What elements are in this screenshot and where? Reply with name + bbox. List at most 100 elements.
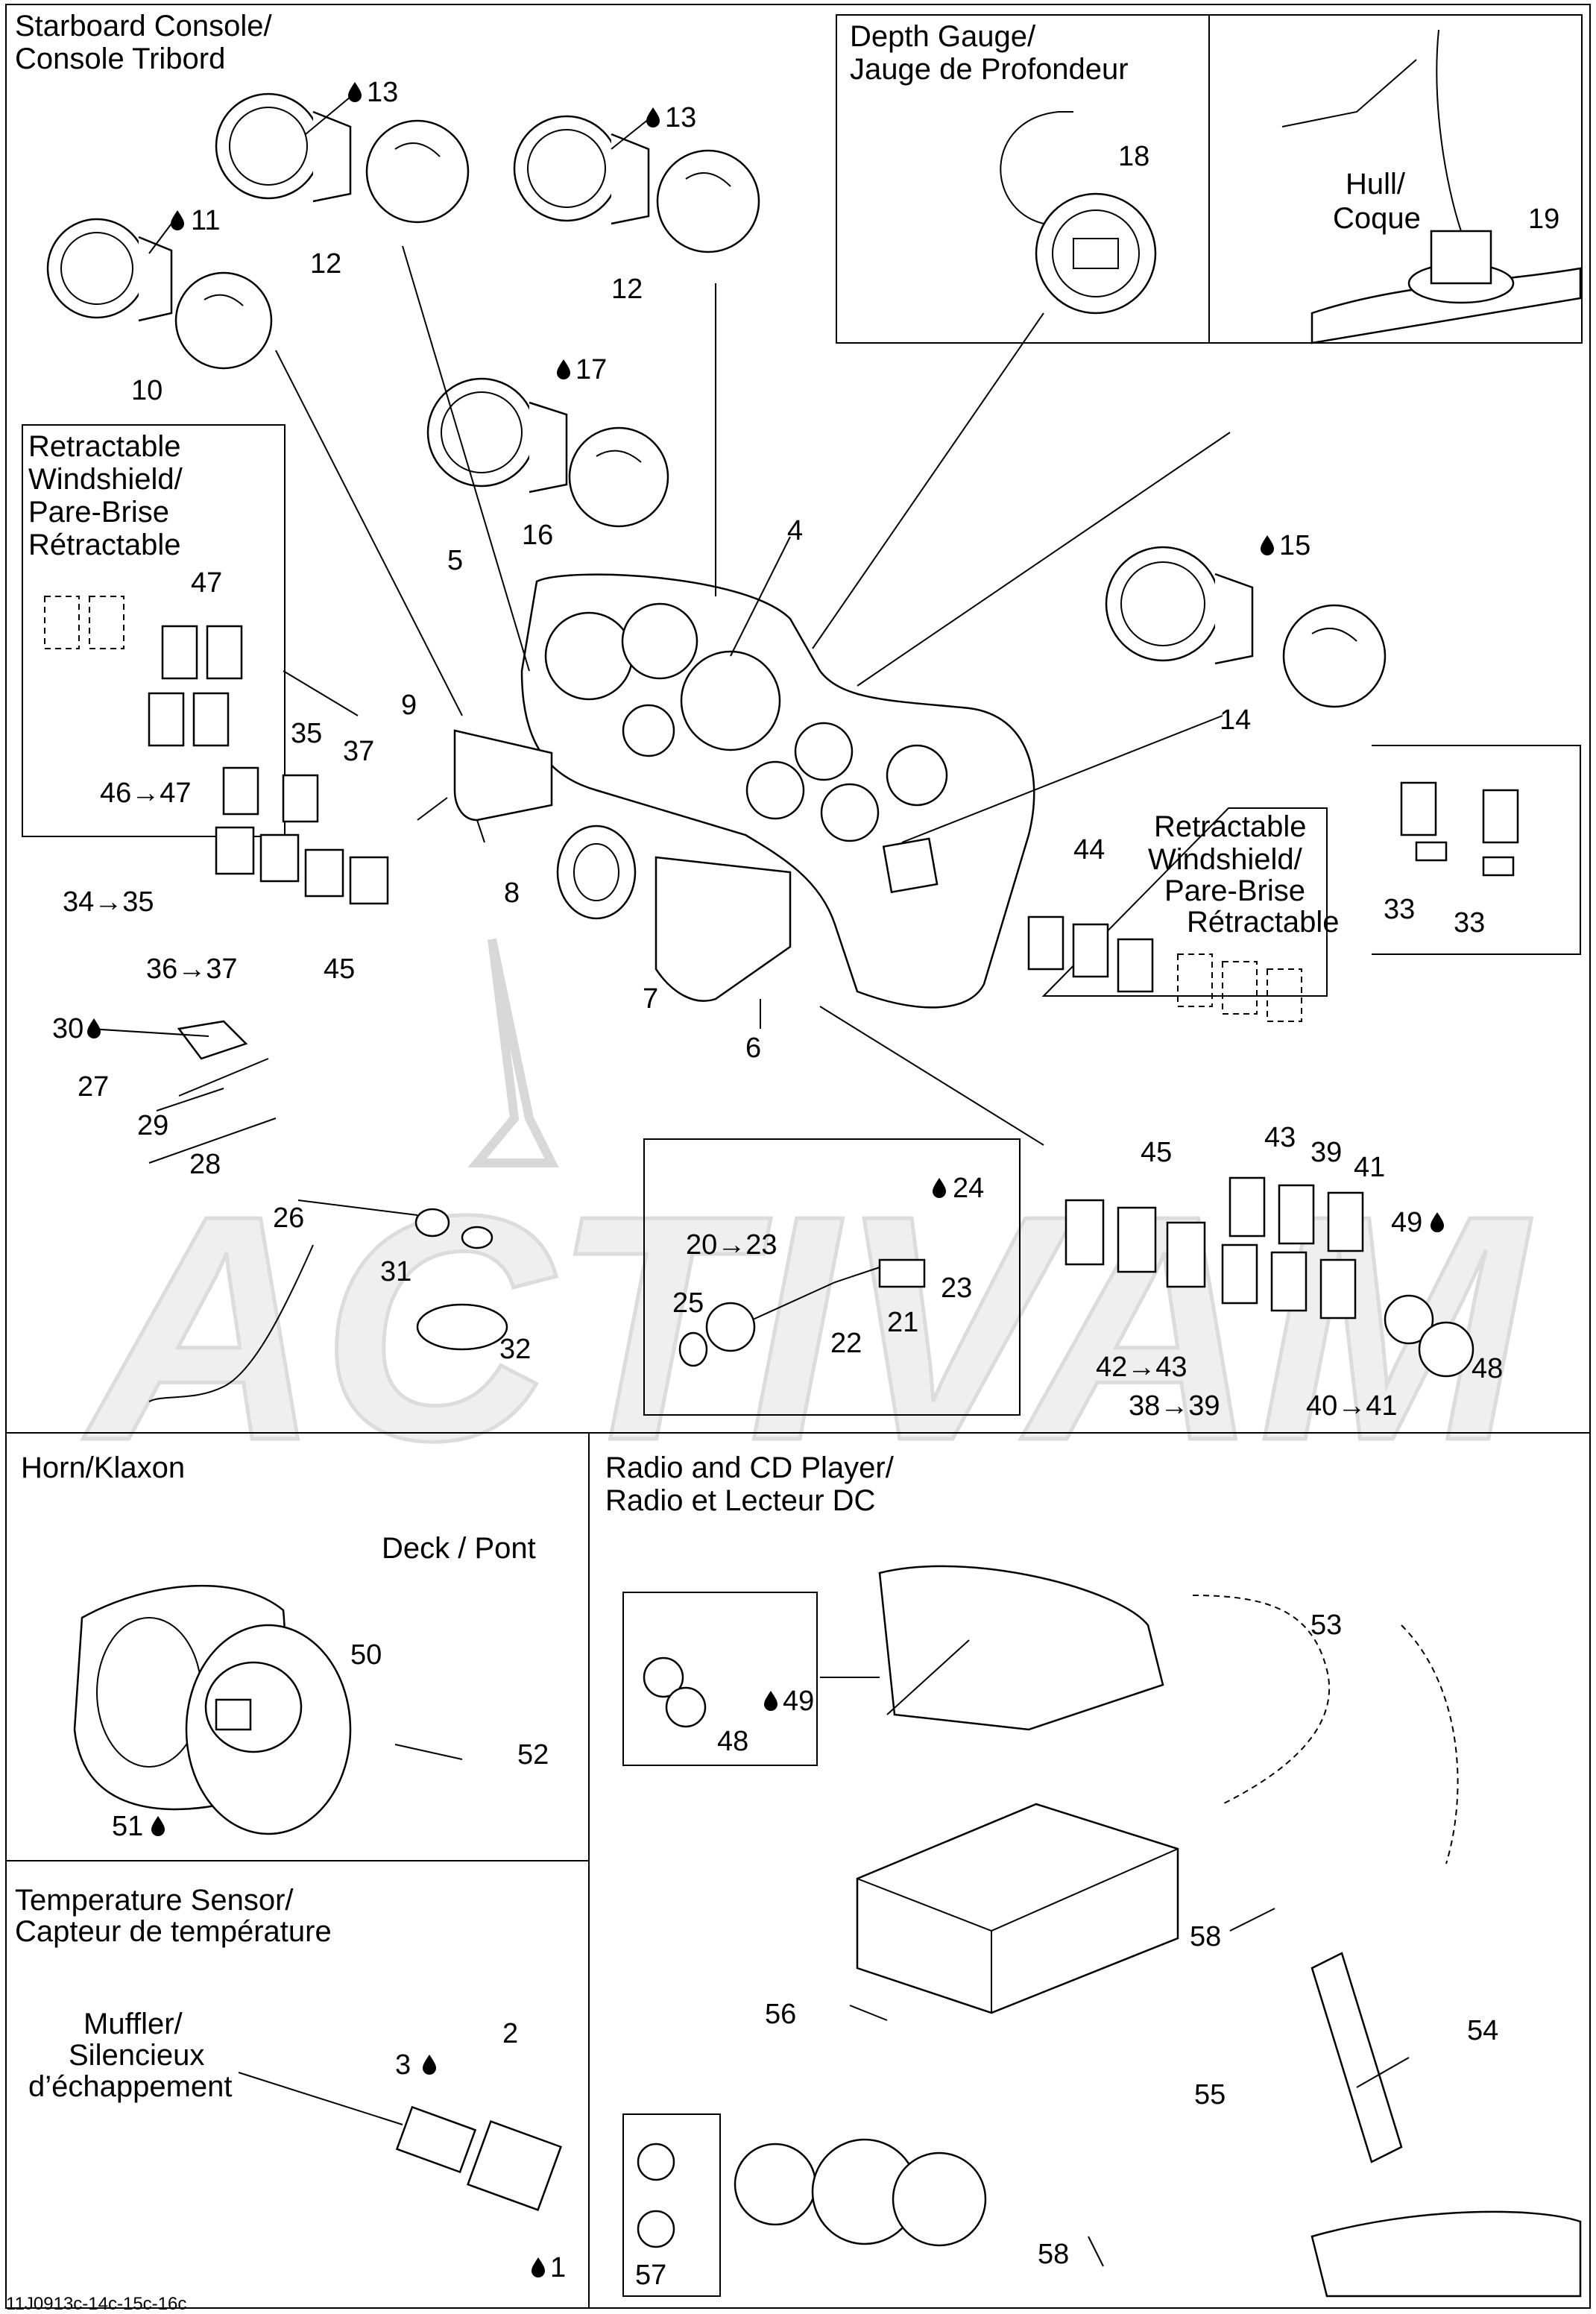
callout-45b: 45 xyxy=(1141,1137,1172,1168)
console-panel-4 xyxy=(520,573,1035,1009)
callout-12b: 12 xyxy=(611,274,643,305)
callout-7: 7 xyxy=(643,983,658,1015)
callout-23: 23 xyxy=(941,1273,972,1304)
callout-57: 57 xyxy=(635,2260,666,2291)
callout-34-35: 34→35 xyxy=(63,886,154,918)
drop-icon xyxy=(171,210,184,230)
callout-46-47: 46→47 xyxy=(100,778,192,809)
callout-44: 44 xyxy=(1073,834,1105,866)
depth-title-2: Jauge de Profondeur xyxy=(850,53,1129,86)
callout-21: 21 xyxy=(887,1307,918,1338)
callout-48a: 48 xyxy=(1472,1353,1503,1384)
panel-6 xyxy=(655,856,792,1002)
key-switch-assembly xyxy=(148,1020,926,1402)
callout-22: 22 xyxy=(830,1328,862,1359)
callout-2: 2 xyxy=(502,2018,518,2049)
gauge-13-right xyxy=(513,115,760,253)
retract-switches-left xyxy=(44,596,243,747)
leader-lines xyxy=(89,96,1410,2267)
hull-transducer-19 xyxy=(1281,29,1582,344)
callout-29: 29 xyxy=(137,1110,168,1141)
callout-58a: 58 xyxy=(1190,1921,1221,1952)
callout-40-41: 40→41 xyxy=(1306,1390,1398,1422)
callout-38-39: 38→39 xyxy=(1129,1390,1220,1422)
temp-sensor xyxy=(238,2072,562,2211)
retract-right-1: Retractable xyxy=(1154,810,1307,843)
drop-icon xyxy=(764,1691,778,1711)
cigarette-lighter xyxy=(556,825,637,920)
retract-left-1: Retractable xyxy=(28,430,181,463)
callout-6: 6 xyxy=(745,1033,761,1064)
depth-gauge-18 xyxy=(1000,111,1157,315)
callout-14: 14 xyxy=(1220,704,1251,736)
temp-title-2: Capteur de température xyxy=(15,1915,332,1948)
callout-49a: 49 xyxy=(1391,1207,1422,1238)
callout-42-43: 42→43 xyxy=(1096,1352,1187,1383)
callouts: 13 13 11 12 12 10 18 19 17 16 5 4 15 14 … xyxy=(52,77,1559,2291)
callout-55: 55 xyxy=(1194,2079,1226,2110)
callout-50: 50 xyxy=(350,1639,382,1671)
start-stop-switches xyxy=(1400,781,1519,877)
outlet-48 xyxy=(1384,1294,1474,1378)
callout-35: 35 xyxy=(291,718,322,749)
callout-47: 47 xyxy=(191,567,222,599)
switch-panels xyxy=(44,596,1519,1378)
callout-49b: 49 xyxy=(783,1686,814,1717)
callout-33b: 33 xyxy=(1454,907,1485,939)
callout-53: 53 xyxy=(1310,1610,1342,1641)
callout-9: 9 xyxy=(401,690,417,721)
callout-31: 31 xyxy=(380,1256,411,1287)
muffler-1: Muffler/ xyxy=(83,2008,183,2040)
callout-43: 43 xyxy=(1264,1122,1296,1153)
callout-24: 24 xyxy=(953,1173,984,1204)
radio-title-1: Radio and CD Player/ xyxy=(605,1451,895,1484)
callout-54: 54 xyxy=(1467,2015,1498,2046)
gauge-17 xyxy=(426,377,669,528)
temp-title-1: Temperature Sensor/ xyxy=(15,1884,294,1917)
callout-58b: 58 xyxy=(1038,2239,1069,2270)
drop-icon xyxy=(646,107,660,127)
drop-icon xyxy=(151,1816,165,1836)
muffler-3: d’échappement xyxy=(28,2070,233,2103)
drop-icon xyxy=(348,82,362,102)
callout-26: 26 xyxy=(273,1202,304,1234)
callout-37: 37 xyxy=(343,736,374,767)
radio-assembly xyxy=(637,1565,1582,2298)
horn-assembly xyxy=(73,1584,463,1835)
retract-switches-right xyxy=(1027,915,1302,1022)
callout-36-37: 36→37 xyxy=(146,953,238,985)
callout-25: 25 xyxy=(672,1287,704,1319)
hull-title-1: Hull/ xyxy=(1346,168,1406,201)
radio-56 xyxy=(856,1803,1179,2014)
retract-left-2: Windshield/ xyxy=(28,463,183,496)
callout-33a: 33 xyxy=(1384,894,1415,925)
switch-26 xyxy=(414,1208,450,1238)
connector-27 xyxy=(177,1020,248,1060)
retract-left-3: Pare-Brise xyxy=(28,496,169,529)
muffler-2: Silencieux xyxy=(69,2039,204,2072)
callout-51: 51 xyxy=(112,1811,143,1842)
callout-56: 56 xyxy=(765,1999,796,2030)
callout-28: 28 xyxy=(189,1149,221,1180)
callout-32: 32 xyxy=(499,1334,531,1365)
speaker-detail-frame xyxy=(622,2113,721,2297)
retract-right-3: Pare-Brise xyxy=(1164,874,1305,907)
deck-label: Deck / Pont xyxy=(382,1532,536,1565)
gauge-15 xyxy=(1105,546,1387,708)
callout-8: 8 xyxy=(504,877,520,909)
callout-13b: 13 xyxy=(665,102,696,133)
starboard-title-1: Starboard Console/ xyxy=(15,10,273,42)
callout-30: 30 xyxy=(52,1013,83,1044)
callout-5: 5 xyxy=(447,545,463,576)
gauges xyxy=(46,29,1582,708)
callout-15: 15 xyxy=(1279,530,1310,561)
section-titles: Starboard Console/ Console Tribord Depth… xyxy=(15,10,1421,2103)
callout-1: 1 xyxy=(550,2252,566,2283)
lanyard-32 xyxy=(416,1303,508,1351)
key-switch-20 xyxy=(705,1302,756,1352)
callout-3: 3 xyxy=(395,2049,411,2081)
callout-48b: 48 xyxy=(717,1726,748,1757)
nut-25 xyxy=(678,1331,708,1367)
connector-23 xyxy=(878,1258,926,1288)
